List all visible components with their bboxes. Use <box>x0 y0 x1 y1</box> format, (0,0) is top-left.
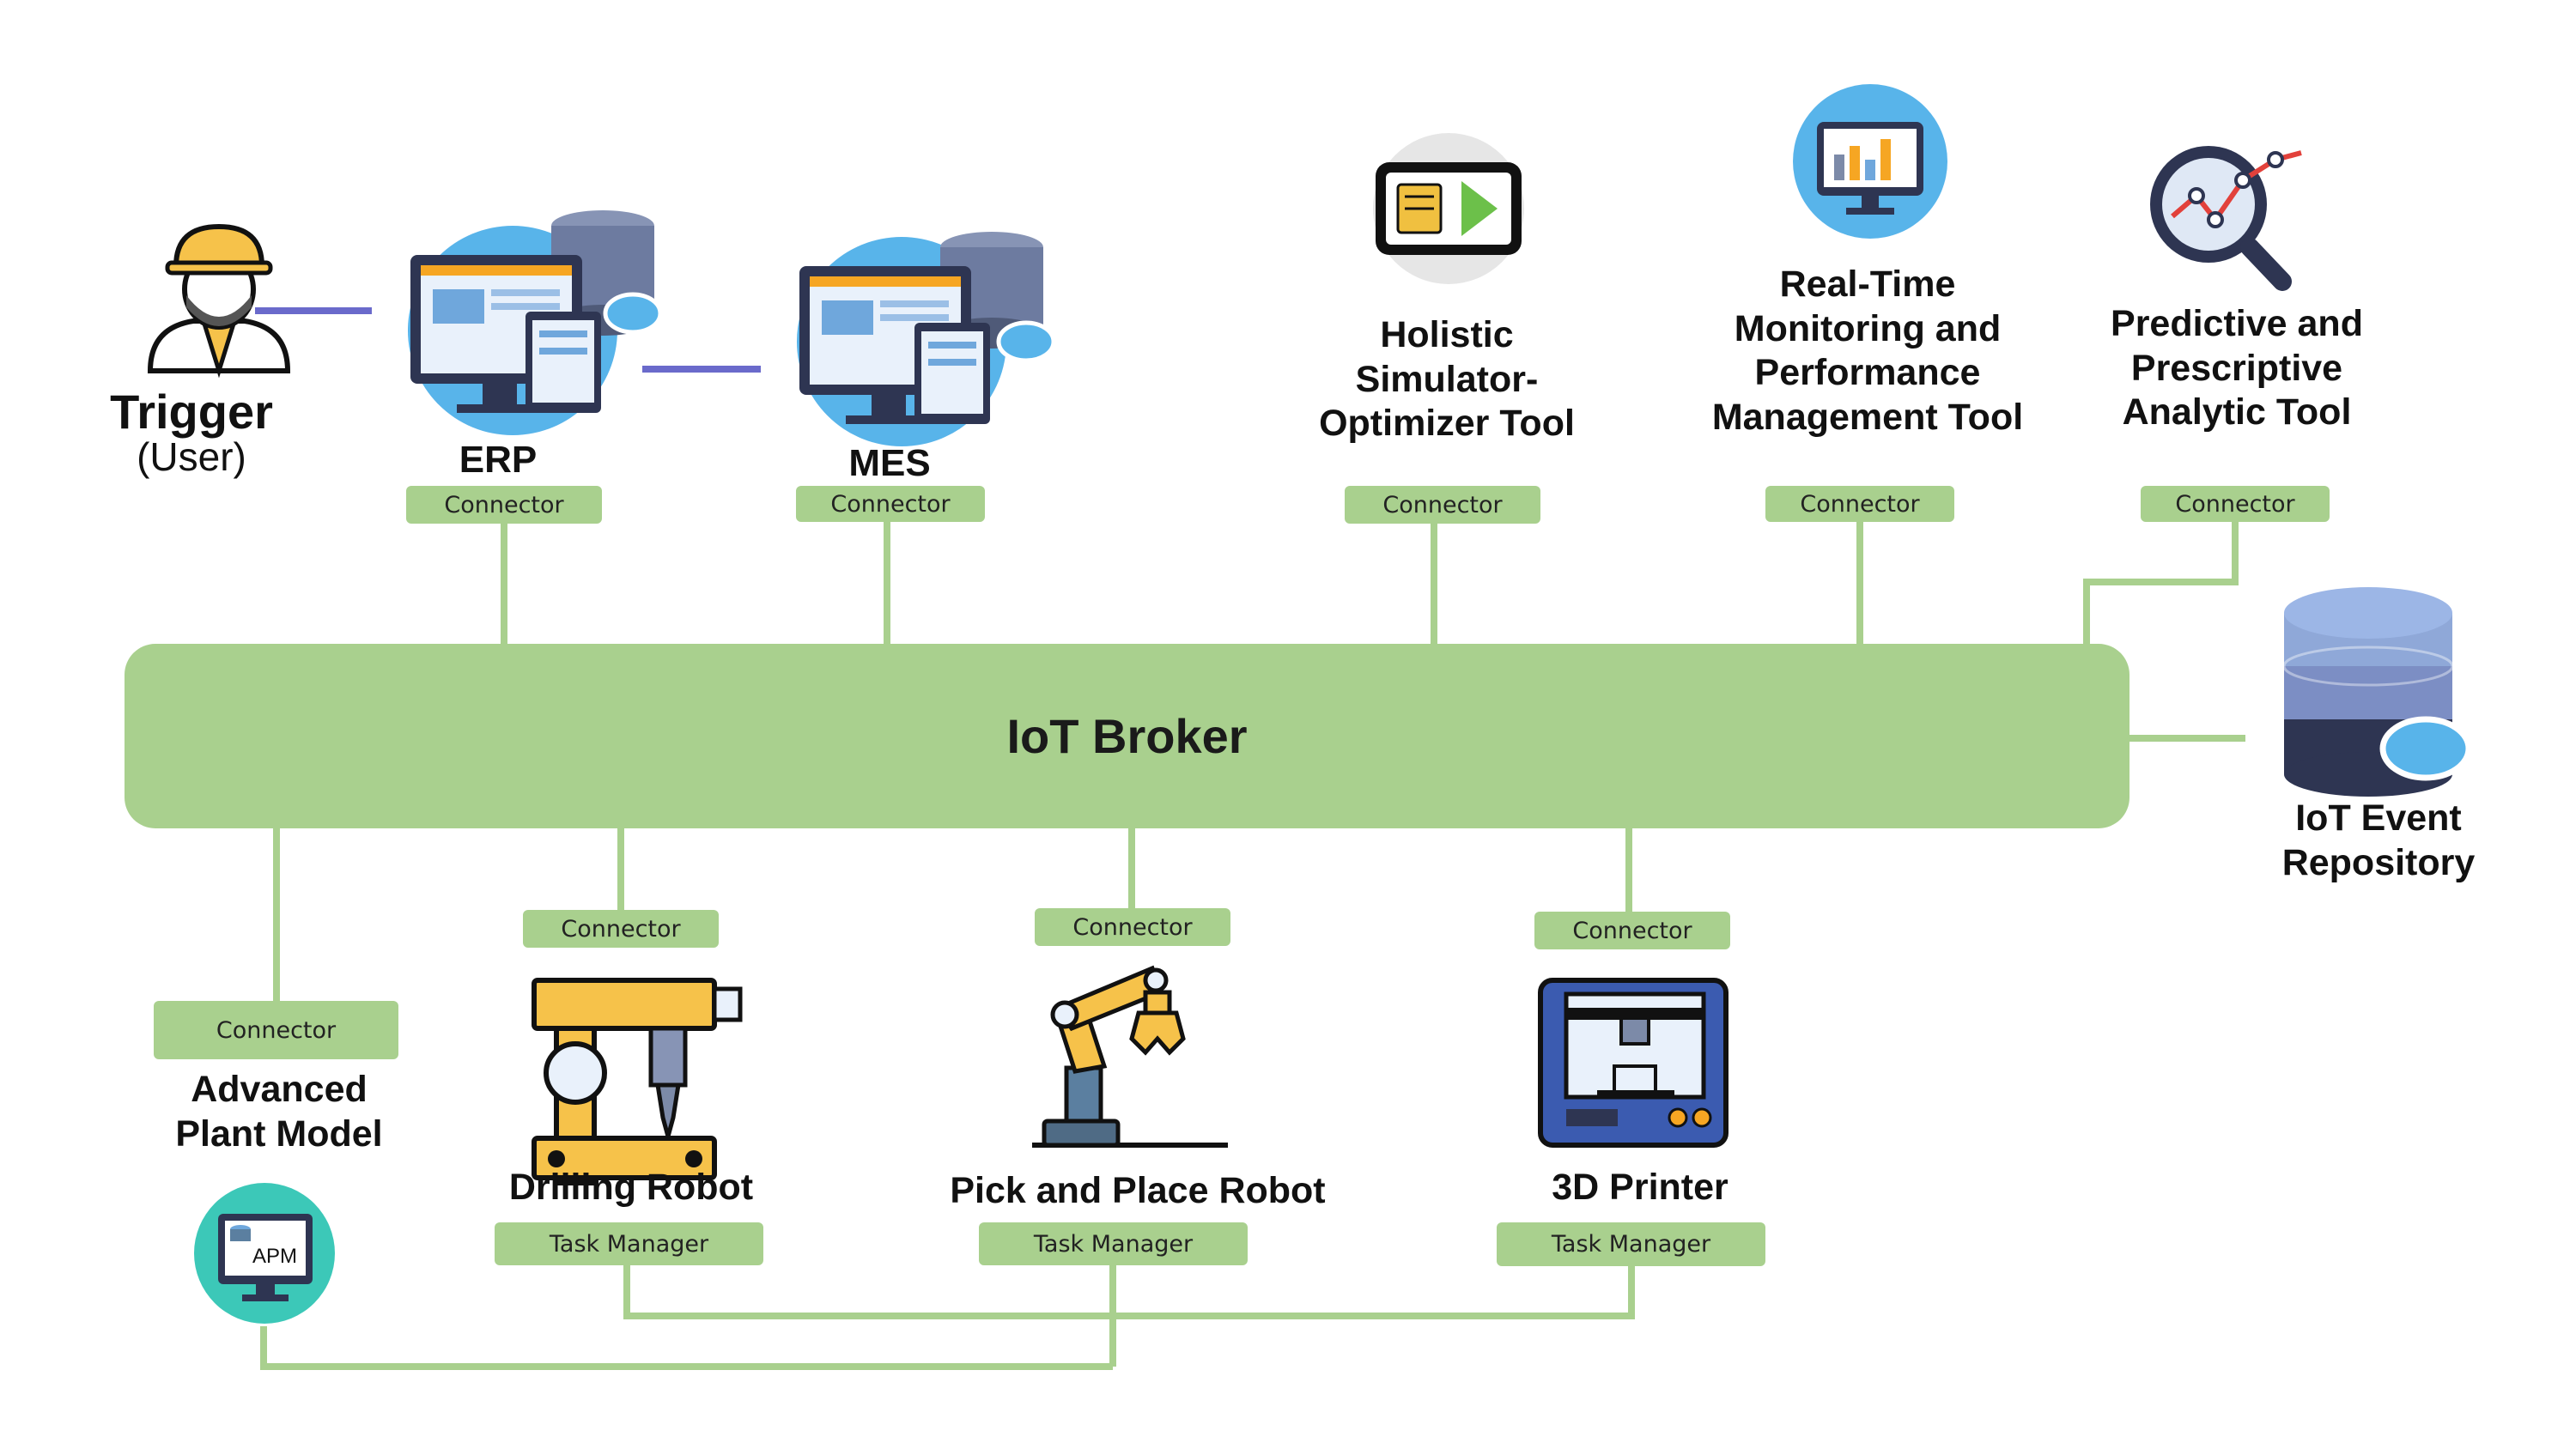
plant-model-label: Advanced Plant Model <box>175 1069 383 1155</box>
database-cloud-icon <box>2282 587 2472 797</box>
apm-icon-label: APM <box>252 1245 297 1268</box>
apm-monitor-icon <box>194 1183 335 1324</box>
simulator-label: Holistic Simulator- Optimizer Tool <box>1319 314 1575 445</box>
plant-model-bus <box>260 1326 1113 1370</box>
drilling-task-manager: Task Manager <box>495 1222 763 1265</box>
printer-task-manager: Task Manager <box>1497 1222 1765 1266</box>
connection-lines <box>260 522 2245 1370</box>
mes-connector: Connector <box>796 486 985 522</box>
trigger-lines <box>255 307 761 373</box>
erp-label: ERP <box>459 439 538 481</box>
event-repository-label: IoT Event Repository <box>2281 797 2476 883</box>
3d-printer-icon <box>1538 978 1728 1148</box>
task-manager-bus <box>623 1265 1635 1319</box>
play-simulation-icon <box>1373 133 1524 284</box>
mes-computer-icon <box>797 232 1056 446</box>
plant-model-connector: Connector <box>154 1001 398 1059</box>
predictive-label: Predictive and Prescriptive Analytic Too… <box>2111 303 2363 433</box>
simulator-connector: Connector <box>1345 486 1540 524</box>
drilling-robot-icon <box>532 978 743 1185</box>
trigger-title: Trigger <box>110 385 273 439</box>
erp-computer-icon <box>408 210 663 435</box>
worker-icon <box>147 223 291 379</box>
trigger-subtitle: (User) <box>137 434 246 479</box>
drilling-connector: Connector <box>523 910 719 948</box>
robotic-arm-icon <box>1032 965 1228 1148</box>
iot-broker: IoT Broker <box>125 644 2129 828</box>
mes-label: MES <box>848 442 931 484</box>
monitoring-dashboard-icon <box>1793 84 1947 239</box>
printer-connector: Connector <box>1534 912 1730 949</box>
pickplace-label: Pick and Place Robot <box>950 1170 1326 1211</box>
drilling-label: Drilling Robot <box>508 1167 754 1208</box>
printer-label: 3D Printer <box>1552 1167 1728 1208</box>
pickplace-task-manager: Task Manager <box>979 1222 1248 1265</box>
monitoring-label: Real-Time Monitoring and Performance Man… <box>1711 264 2024 438</box>
analytics-magnifier-icon <box>2150 146 2302 291</box>
iot-broker-label: IoT Broker <box>1006 709 1248 763</box>
erp-connector: Connector <box>406 486 602 524</box>
predictive-link <box>2083 522 2239 646</box>
pickplace-connector: Connector <box>1035 908 1230 946</box>
predictive-connector: Connector <box>2141 486 2330 522</box>
monitoring-connector: Connector <box>1765 486 1954 522</box>
